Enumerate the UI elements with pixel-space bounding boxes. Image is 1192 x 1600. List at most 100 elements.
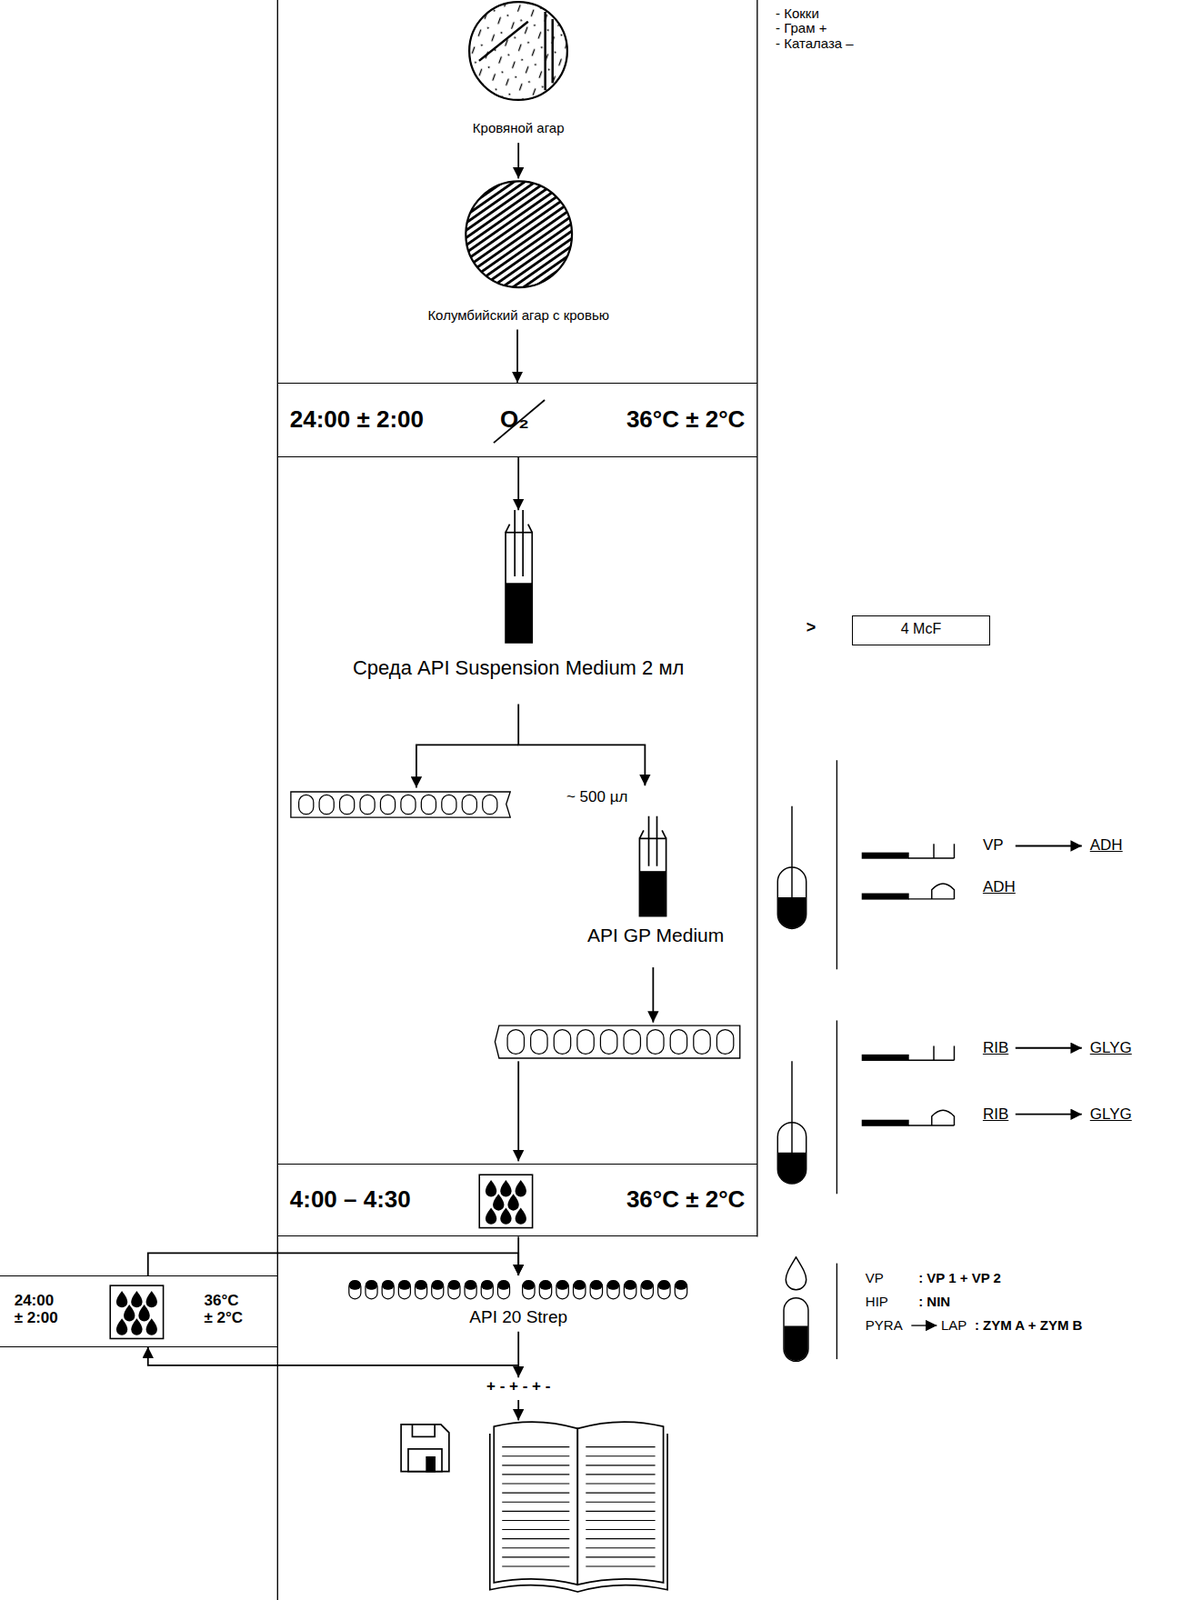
incubation-band-part [515, 1207, 527, 1224]
incubation-band-part [485, 1207, 497, 1224]
api-20-strep-strip-part [382, 1281, 395, 1300]
incubation-band-part [500, 1180, 512, 1197]
incubation-box-part [123, 1304, 135, 1322]
bracket-line [836, 760, 838, 1360]
api-20-strep-strip-part [573, 1281, 586, 1300]
annotation-label: - Каталаза – [775, 35, 854, 51]
api-strip [400, 794, 416, 814]
annotation-label: ADH [1090, 836, 1123, 855]
api-20-strep-strip-part [556, 1281, 569, 1300]
flow-arrow [148, 1332, 519, 1366]
api-20-strep-strip-part [498, 1281, 511, 1300]
incubation-box-part [130, 1318, 142, 1335]
manual-book-icon [501, 1529, 570, 1531]
api-strip [623, 1030, 641, 1055]
annotation-label: HIP [865, 1293, 889, 1310]
api-strip [693, 1030, 711, 1055]
api-strip [553, 1030, 571, 1055]
manual-book-icon [501, 1556, 570, 1558]
manual-book-icon [501, 1502, 570, 1503]
flow-arrow [517, 1400, 520, 1421]
flow-arrow [148, 1252, 519, 1276]
api-20-strep-strip-part [399, 1281, 411, 1300]
api-20-strep-strip-part [573, 1281, 586, 1291]
node-text: 24:00 ± 2:00 [14, 1292, 61, 1328]
incubation-band-part [492, 1193, 504, 1211]
annotation-label: : VP 1 + VP 2 [918, 1270, 1002, 1286]
api-20-strep-strip-part [540, 1281, 552, 1291]
incubation-box-part [130, 1291, 142, 1308]
manual-book-icon [501, 1511, 570, 1513]
node-text: Среда API Suspension Medium 2 мл [288, 656, 750, 680]
agar-plate-part [465, 181, 572, 289]
api-20-strep-strip-part [607, 1281, 620, 1291]
manual-book-icon [501, 1492, 570, 1494]
api-strip [716, 1030, 733, 1055]
manual-book-icon [585, 1538, 655, 1540]
annotation-label: - Кокки [775, 5, 820, 21]
manual-book-icon [585, 1482, 655, 1484]
manual-book-icon [585, 1529, 655, 1531]
api-strip [290, 791, 511, 818]
incubation-box-part [110, 1285, 163, 1339]
annotation-label: : NIN [918, 1293, 951, 1310]
annotation-label: ADH [982, 878, 1016, 897]
swab-tube-icon [791, 1061, 792, 1162]
api-20-strep-strip-part [624, 1281, 637, 1300]
suspension-tube-part [505, 524, 532, 533]
flow-arrow [416, 744, 519, 788]
manual-book-icon [501, 1538, 570, 1540]
manual-book-icon [585, 1492, 655, 1494]
suspension-tube-part [505, 532, 532, 643]
api-strip [530, 1030, 548, 1055]
api-20-strep-strip-part [522, 1281, 535, 1300]
api-20-strep-strip-part [481, 1281, 494, 1291]
api-20-strep-strip-part [658, 1281, 671, 1291]
flow-arrow [1015, 845, 1082, 848]
api-20-strep-strip-part [365, 1281, 378, 1291]
incubation-box-part [116, 1291, 128, 1308]
manual-book-icon [501, 1482, 570, 1484]
api-strip [420, 794, 436, 814]
cupule-icon [861, 1055, 909, 1062]
node-text: 4:00 – 4:30 [290, 1186, 411, 1214]
annotation-label: - Грам + [775, 20, 827, 36]
manual-book-icon [501, 1473, 570, 1475]
api-20-strep-strip-part [431, 1281, 444, 1291]
annotation-label: GLYG [1090, 1039, 1132, 1058]
manual-book-icon [577, 1422, 663, 1585]
agar-plate-part [479, 11, 553, 91]
manual-book-icon [585, 1511, 655, 1513]
manual-book-icon [490, 1422, 668, 1593]
incubation-band-part [515, 1180, 527, 1197]
column-line [277, 0, 279, 1600]
floppy-disk-icon [400, 1424, 450, 1473]
incubation-band: 4:00 – 4:3036°C ± 2°C [277, 1163, 758, 1238]
reagent-dropper-icon [784, 1326, 808, 1361]
suspension-tube: Среда API Suspension Medium 2 мл [288, 510, 750, 704]
manual-book-icon [585, 1547, 655, 1549]
api-20-strep-strip-part [431, 1281, 444, 1300]
incubation-box-part [116, 1318, 128, 1335]
api-20-strep-strip-part [590, 1281, 603, 1300]
node-text: 36°C ± 2°C [203, 1292, 250, 1328]
suspension-tube-part [514, 510, 523, 577]
api-20-strep-strip-part [464, 1281, 477, 1300]
flow-arrow [911, 1324, 937, 1326]
annotation-label: : ZYM A + ZYM B [974, 1317, 1082, 1333]
floppy-disk-icon [408, 1449, 442, 1473]
api-20-strep-strip-part [365, 1281, 378, 1300]
api-20-strep-strip-part [349, 1281, 361, 1291]
api-20-strep-strip-part [675, 1281, 688, 1291]
swab-tube-icon [777, 806, 806, 1184]
api-20-strep-strip-part [399, 1281, 411, 1291]
flow-arrow [517, 142, 520, 179]
api-strip [507, 1030, 524, 1055]
api-20-strep-strip: API 20 Strep [336, 1275, 701, 1333]
reagent-dropper-icon [785, 1257, 806, 1291]
incubation-box-part [146, 1291, 158, 1308]
bracket-line [836, 760, 838, 970]
swab-tube-icon [791, 806, 792, 907]
column-line [756, 0, 758, 1237]
cupule-icon [908, 843, 955, 859]
